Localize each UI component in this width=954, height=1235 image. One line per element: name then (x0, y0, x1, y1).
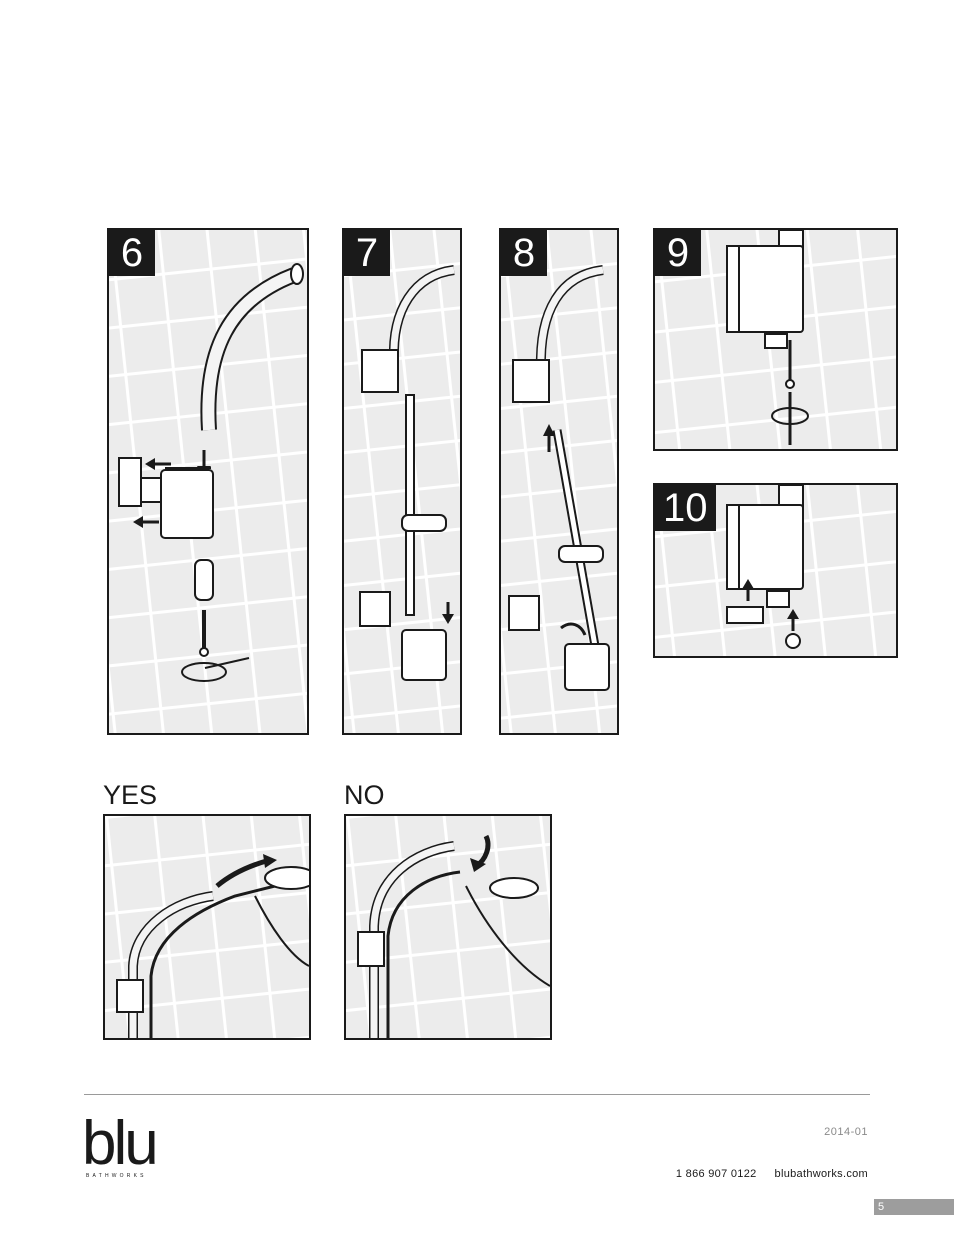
tile-wall-illustration (501, 230, 617, 733)
tile-wall-illustration (109, 230, 307, 733)
yes-label: YES (103, 780, 158, 810)
contact-info: 1 866 907 0122 blubathworks.com (676, 1168, 868, 1180)
page-number: 5 (874, 1199, 954, 1215)
step-number-badge: 9 (655, 230, 701, 276)
step-9-panel: 9 (653, 228, 898, 451)
tile-wall-illustration (344, 230, 460, 733)
step-10-panel: 10 (653, 483, 898, 658)
no-illustration-panel (344, 814, 552, 1040)
website-link[interactable]: blubathworks.com (774, 1168, 868, 1180)
step-number-badge: 7 (344, 230, 390, 276)
blu-logo: blu (82, 1109, 159, 1178)
no-label: NO (344, 780, 385, 810)
footer-divider (84, 1094, 870, 1095)
step-number-badge: 10 (655, 485, 716, 531)
step-number-badge: 8 (501, 230, 547, 276)
hose-incorrect-illustration (346, 816, 550, 1038)
brand-subtitle: BATHWORKS (86, 1173, 147, 1179)
revision-date: 2014-01 (824, 1126, 868, 1138)
phone-number: 1 866 907 0122 (675, 1168, 757, 1180)
yes-illustration-panel (103, 814, 311, 1040)
tile-wall-illustration (655, 230, 896, 449)
hose-correct-illustration (105, 816, 309, 1038)
step-number-badge: 6 (109, 230, 155, 276)
step-6-panel: 6 (107, 228, 309, 735)
step-7-panel: 7 (342, 228, 462, 735)
step-8-panel: 8 (499, 228, 619, 735)
svg-text:blu: blu (82, 1109, 156, 1178)
